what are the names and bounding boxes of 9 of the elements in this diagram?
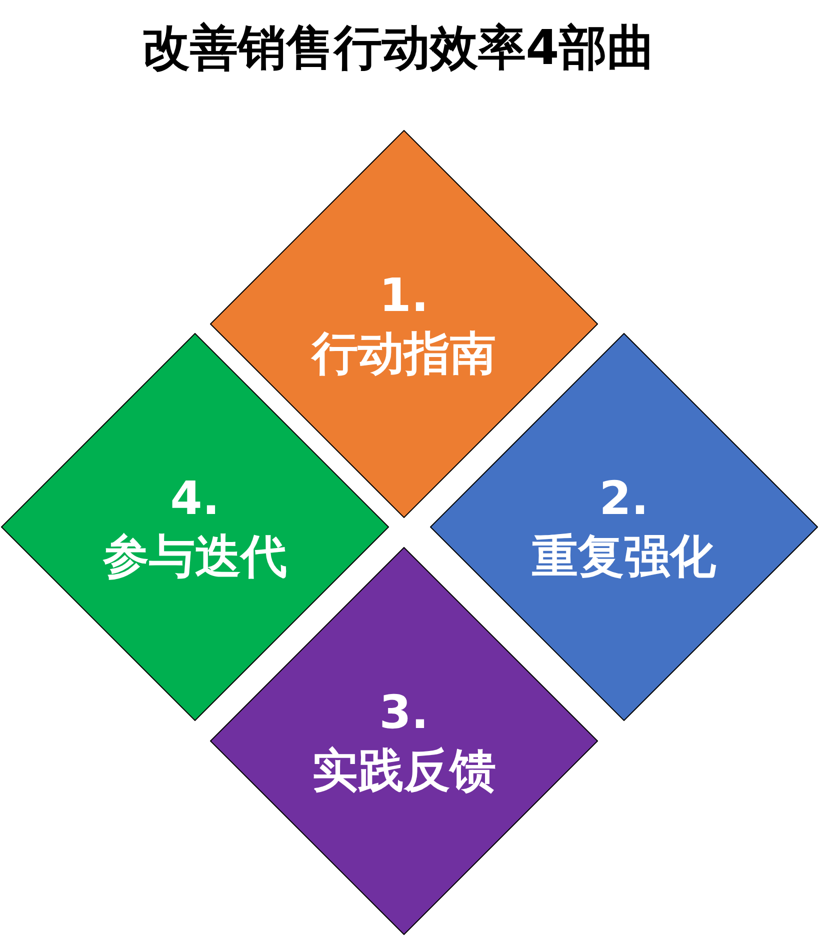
title: 改善销售行动效率4部曲 bbox=[142, 19, 656, 78]
step-number: 4. bbox=[170, 470, 220, 527]
step-title: 重复强化 bbox=[532, 528, 716, 585]
step-title: 实践反馈 bbox=[312, 742, 496, 799]
step-number: 3. bbox=[379, 684, 429, 741]
step-number: 1. bbox=[379, 267, 429, 324]
step-title: 行动指南 bbox=[312, 325, 496, 382]
step-number: 2. bbox=[599, 470, 649, 527]
step-title: 参与迭代 bbox=[103, 528, 287, 585]
